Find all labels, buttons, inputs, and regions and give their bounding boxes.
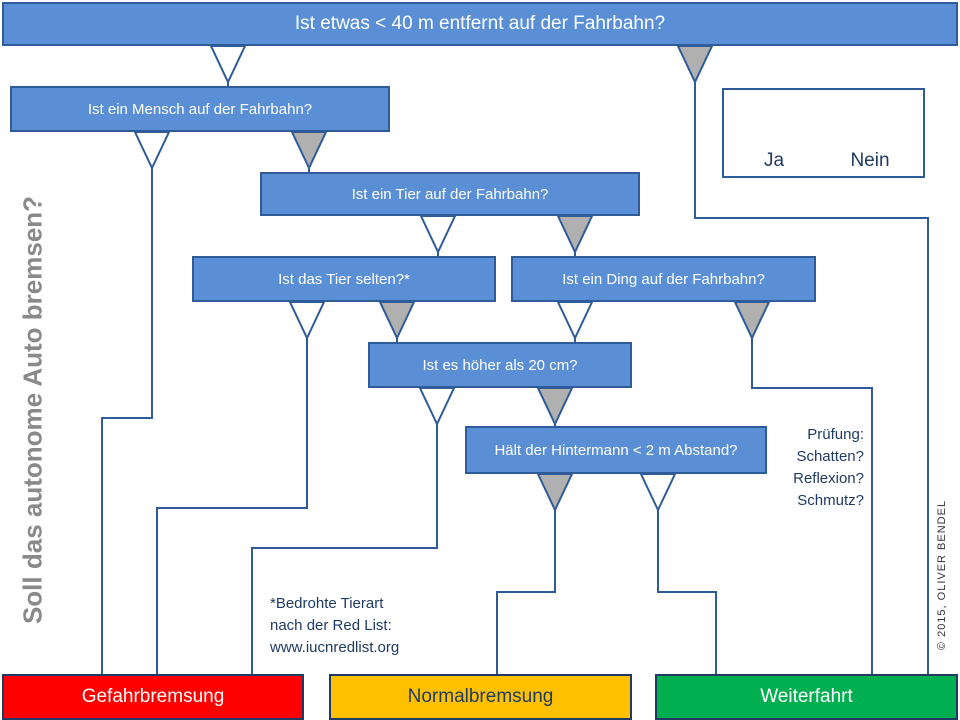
no-triangle (556, 215, 594, 255)
footnote: *Bedrohte Tierart nach der Red List: www… (270, 593, 399, 659)
no-triangle (676, 45, 714, 85)
outcome-normal-braking: Normalbremsung (329, 674, 632, 720)
no-triangle (733, 301, 771, 341)
yes-triangle (209, 45, 247, 85)
yes-triangle (288, 301, 326, 341)
check-note-line: Schmutz? (797, 492, 864, 509)
question-human: Ist ein Mensch auf der Fahrbahn? (10, 86, 390, 132)
no-triangle (378, 301, 416, 341)
question-object: Ist ein Ding auf der Fahrbahn? (511, 256, 816, 302)
legend (722, 88, 925, 178)
question-rare-animal: Ist das Tier selten?* (192, 256, 496, 302)
copyright: © 2015, OLIVER BENDEL (936, 499, 948, 651)
yes-triangle (556, 301, 594, 341)
footnote-line: www.iucnredlist.org (270, 639, 400, 656)
footnote-line: nach der Red List: (270, 617, 392, 634)
no-triangle (536, 473, 574, 513)
check-note: Prüfung: Schatten? Reflexion? Schmutz? (793, 424, 864, 512)
no-triangle (290, 131, 328, 171)
legend-no-label: Nein (850, 150, 890, 171)
question-animal: Ist ein Tier auf der Fahrbahn? (260, 172, 640, 216)
legend-yes-label: Ja (763, 150, 785, 171)
question-follower-distance: Hält der Hintermann < 2 m Abstand? (465, 426, 767, 474)
no-triangle (536, 387, 574, 427)
question-distance: Ist etwas < 40 m entfernt auf der Fahrba… (2, 2, 958, 46)
question-height: Ist es höher als 20 cm? (368, 342, 632, 388)
page-title: Soll das autonome Auto bremsen? (17, 195, 48, 625)
outcome-emergency-braking: Gefahrbremsung (2, 674, 304, 720)
outcome-continue-driving: Weiterfahrt (655, 674, 958, 720)
check-note-line: Schatten? (796, 448, 864, 465)
yes-triangle (418, 387, 456, 427)
check-note-line: Reflexion? (793, 470, 864, 487)
yes-triangle (133, 131, 171, 171)
footnote-line: *Bedrohte Tierart (270, 595, 384, 612)
yes-triangle (419, 215, 457, 255)
check-note-line: Prüfung: (807, 426, 864, 443)
yes-triangle (639, 473, 677, 513)
